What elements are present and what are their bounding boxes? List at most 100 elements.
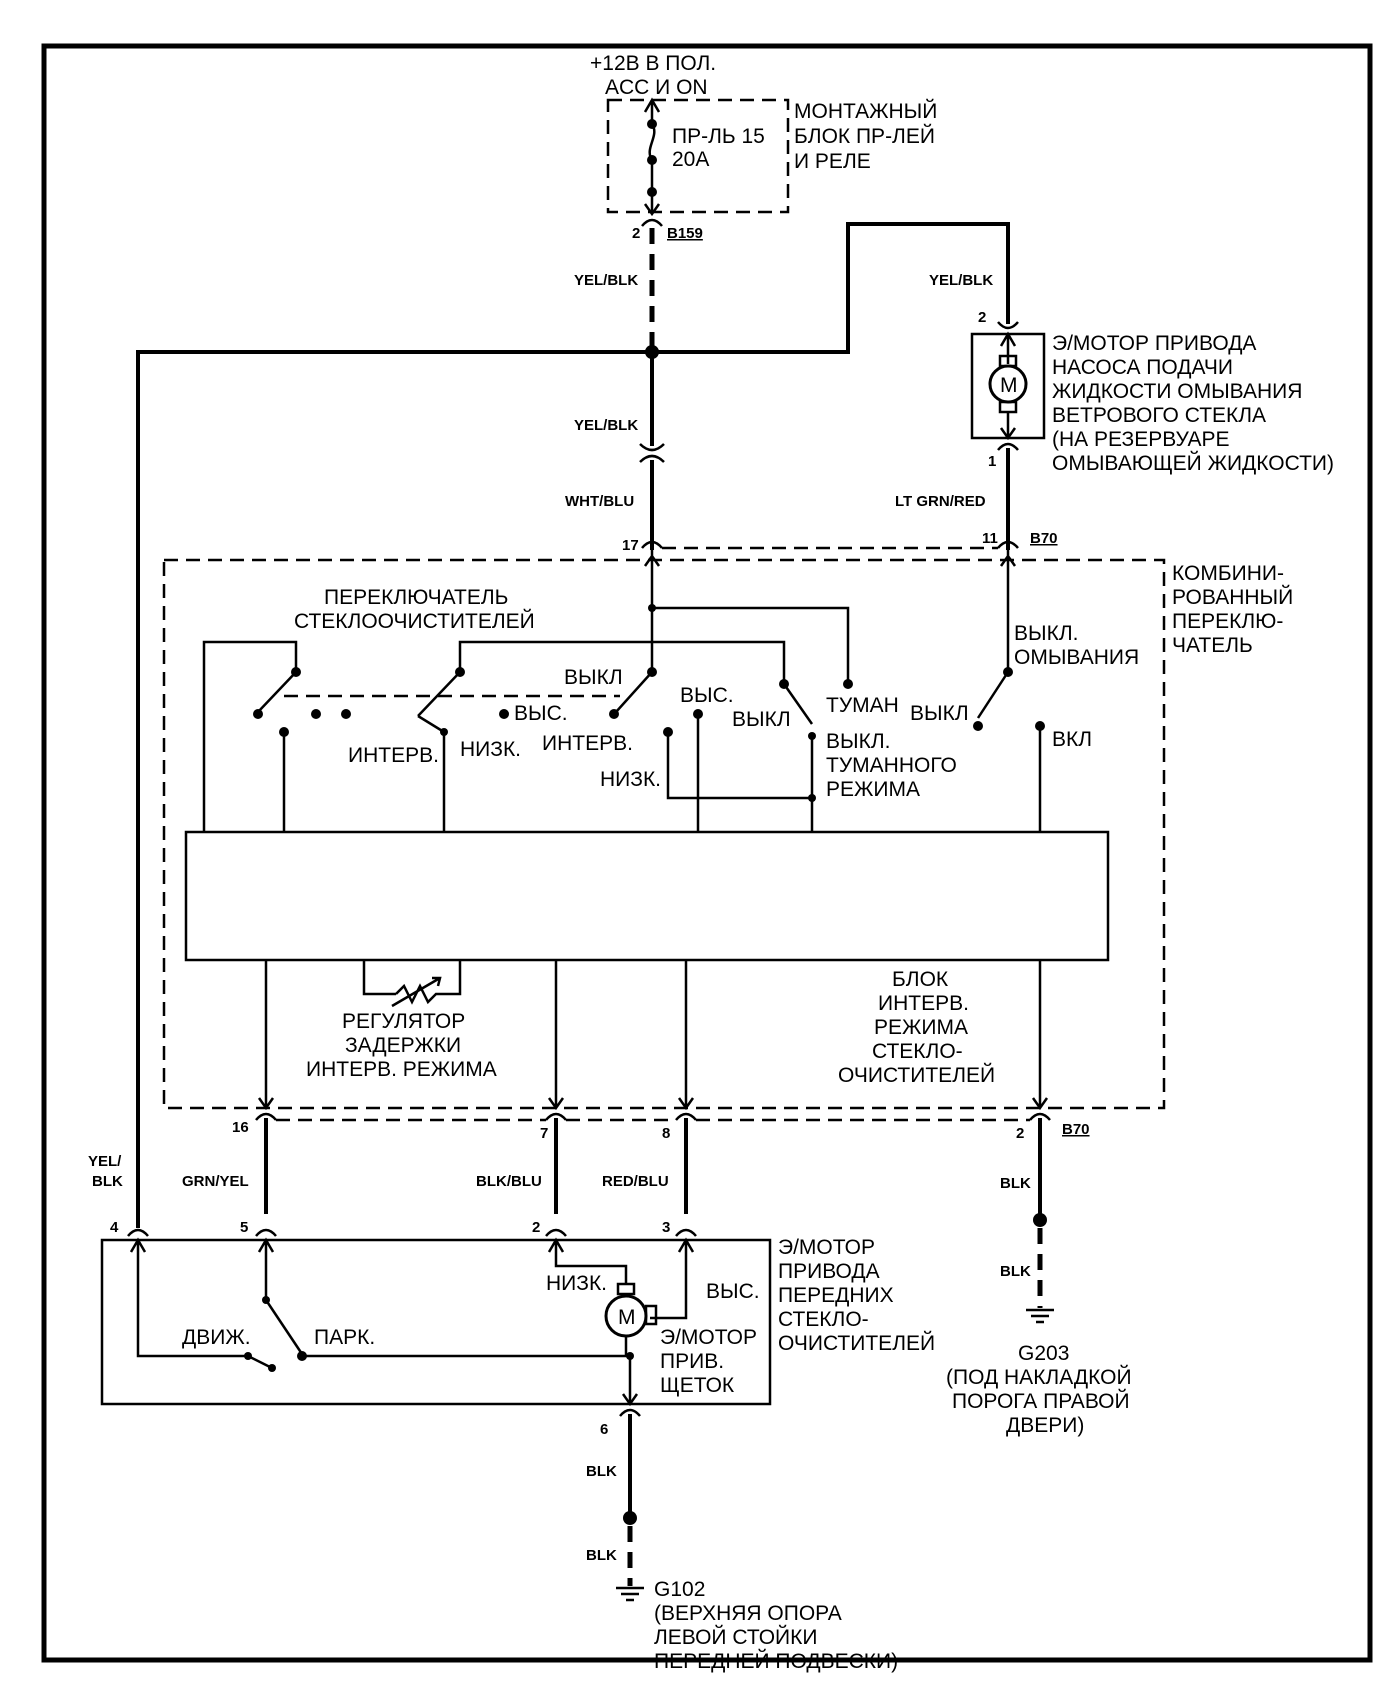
pump-label-4: ВЕТРОВОГО СТЕКЛА <box>1052 404 1266 427</box>
fuse-out-arrow <box>643 192 661 217</box>
label-run: ДВИЖ. <box>182 1326 251 1349</box>
label-wash-off-2: ОМЫВАНИЯ <box>1014 646 1139 669</box>
combo-switch-label-3: ПЕРЕКЛЮ- <box>1172 610 1283 633</box>
interval-unit-label-4: СТЕКЛО- <box>872 1040 963 1063</box>
combo-switch-label-2: РОВАННЫЙ <box>1172 585 1293 609</box>
switch-blade-1 <box>257 671 297 713</box>
switch-blade-2 <box>417 671 461 717</box>
b70-top-label: B70 <box>1030 530 1058 547</box>
label-motor-high: ВЫС. <box>706 1280 760 1303</box>
fuse-block-label-2: БЛОК ПР-ЛЕЙ <box>794 124 935 148</box>
wiper-motor-label-5: ОЧИСТИТЕЛЕЙ <box>778 1331 935 1355</box>
g102-label-1: G102 <box>654 1578 705 1601</box>
motor-pin4: 4 <box>110 1219 119 1236</box>
wire-label-wht-blu: WHT/BLU <box>565 493 634 510</box>
wire-label-blk-4: BLK <box>586 1547 617 1564</box>
brush-label-2: ПРИВ. <box>660 1350 724 1373</box>
motor-pin6: 6 <box>600 1421 608 1438</box>
fuse-label-1: ПР-ЛЬ 15 <box>672 125 765 148</box>
label-interval-1: ИНТЕРВ. <box>348 744 439 767</box>
pump-pin1: 1 <box>988 453 996 470</box>
fuse-label-2: 20А <box>672 148 709 171</box>
brush-label-3: ЩЕТОК <box>660 1374 735 1397</box>
wiper-motor-box <box>100 1238 772 1406</box>
fuse-block-label-3: И РЕЛЕ <box>794 150 871 173</box>
label-wash-off: ВЫКЛ <box>910 702 969 725</box>
svg-text:M: M <box>1000 374 1018 397</box>
label-fog-off-3: РЕЖИМА <box>826 778 920 801</box>
interval-unit-label-3: РЕЖИМА <box>874 1016 968 1039</box>
combo-switch-label-4: ЧАТЕЛЬ <box>1172 634 1253 657</box>
label-fog: ТУМАН <box>826 694 899 717</box>
wiper-switch-label-1: ПЕРЕКЛЮЧАТЕЛЬ <box>324 586 508 609</box>
ground-g102-icon <box>616 1586 644 1602</box>
park-contact-blade <box>264 1299 304 1355</box>
g102-label-3: ЛЕВОЙ СТОЙКИ <box>654 1625 817 1649</box>
wire-label-blk-blu: BLK/BLU <box>476 1173 542 1190</box>
inline-connector <box>639 443 665 463</box>
b70-bottom-label: B70 <box>1062 1121 1090 1138</box>
wiper-motor-label-2: ПРИВОДА <box>778 1260 880 1283</box>
label-low-1: НИЗК. <box>460 738 521 761</box>
pin16: 16 <box>232 1119 249 1136</box>
delay-regulator-resistor <box>395 960 462 1005</box>
pump-connector-top <box>997 321 1019 330</box>
switch-pin11: 11 <box>982 530 998 547</box>
fuse-block-outline <box>606 98 790 214</box>
fuse-block-label-1: МОНТАЖНЫЙ <box>794 99 937 123</box>
interval-unit-box <box>184 830 1110 962</box>
wire-splice-right <box>650 222 1010 354</box>
pin7: 7 <box>540 1125 548 1142</box>
wire-splice-left <box>136 350 654 1214</box>
pump-label-5: (НА РЕЗЕРВУАРЕ <box>1052 428 1230 451</box>
combo-switch-label-1: КОМБИНИ- <box>1172 562 1284 585</box>
ground-g203-icon <box>1026 1308 1054 1324</box>
brush-label-1: Э/МОТОР <box>660 1326 757 1349</box>
wire-label-grn-yel: GRN/YEL <box>182 1173 249 1190</box>
label-high-1: ВЫС. <box>514 702 568 725</box>
b159-pin: 2 <box>632 225 640 242</box>
b159-label: B159 <box>667 225 703 242</box>
fuse-element <box>648 123 656 161</box>
wiper-motor-label-3: ПЕРЕДНИХ <box>778 1284 894 1307</box>
pump-connector-bottom <box>997 442 1019 451</box>
connector-b159 <box>641 218 663 227</box>
wiper-switch-label-2: СТЕКЛООЧИСТИТЕЛЕЙ <box>294 609 535 633</box>
wire-label-red-blu: RED/BLU <box>602 1173 669 1190</box>
combo-switch-outline <box>162 558 1166 1110</box>
switch-pin17: 17 <box>622 537 639 554</box>
wire-label-yel-blk-1: YEL/BLK <box>574 272 638 289</box>
pump-label-3: ЖИДКОСТИ ОМЫВАНИЯ <box>1052 380 1302 403</box>
g203-label-3: ПОРОГА ПРАВОЙ <box>952 1389 1130 1413</box>
wire-label-yel-blk-2: YEL/BLK <box>929 272 993 289</box>
motor-pin3: 3 <box>662 1219 670 1236</box>
wire-label-blk-2: BLK <box>1000 1263 1031 1280</box>
washer-switch-blade <box>976 671 1010 719</box>
label-fog-off-2: ТУМАННОГО <box>826 754 957 777</box>
label-off-2: ВЫКЛ <box>732 708 791 731</box>
delay-label-3: ИНТЕРВ. РЕЖИМА <box>306 1058 497 1081</box>
interval-unit-label-5: ОЧИСТИТЕЛЕЙ <box>838 1063 995 1087</box>
wire-label-yel-blk-left-1: YEL/ <box>88 1153 122 1170</box>
wire-label-yel-blk-left-2: BLK <box>92 1173 123 1190</box>
pump-label-1: Э/МОТОР ПРИВОДА <box>1052 332 1256 355</box>
motor-pin5: 5 <box>240 1219 248 1236</box>
label-off-1: ВЫКЛ <box>564 666 623 689</box>
power-label-2: ACC И ON <box>605 76 708 99</box>
wire-label-yel-blk-3: YEL/BLK <box>574 417 638 434</box>
wire-label-blk-3: BLK <box>586 1463 617 1480</box>
label-wash-on: ВКЛ <box>1052 728 1092 751</box>
pump-label-2: НАСОСА ПОДАЧИ <box>1052 356 1233 379</box>
park-switch-blade <box>247 1354 273 1370</box>
motor-pin2: 2 <box>532 1219 540 1236</box>
power-label-1: +12В В ПОЛ. <box>590 52 716 75</box>
interval-unit-label-1: БЛОК <box>892 968 949 991</box>
svg-text:M: M <box>618 1306 636 1329</box>
label-low-2: НИЗК. <box>600 768 661 791</box>
switch-blade-3 <box>615 671 653 713</box>
label-wash-off-1: ВЫКЛ. <box>1014 622 1078 645</box>
pin2-bottom: 2 <box>1016 1125 1024 1142</box>
wire-label-blk-1: BLK <box>1000 1175 1031 1192</box>
pin8: 8 <box>662 1125 670 1142</box>
